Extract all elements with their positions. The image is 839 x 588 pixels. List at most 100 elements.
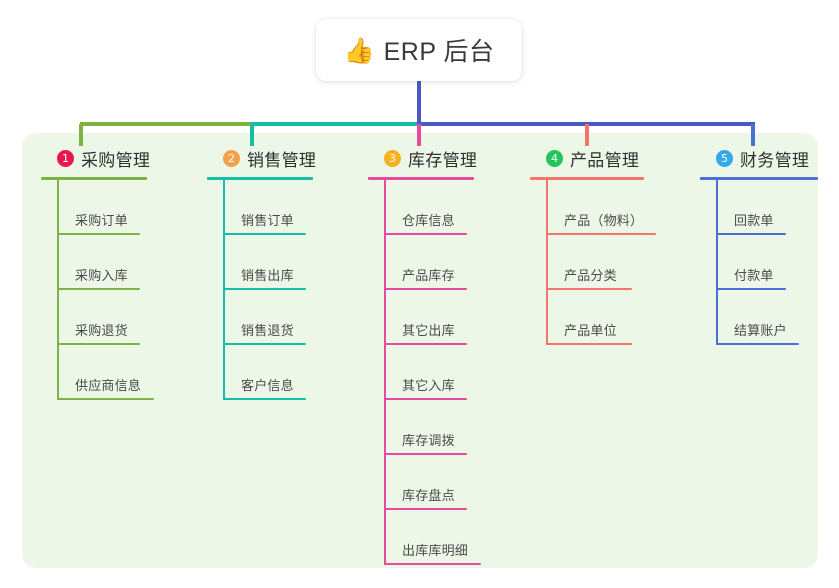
leaf-rule (223, 343, 306, 345)
leaf-label: 产品分类 (564, 268, 617, 283)
leaf-label: 客户信息 (241, 378, 294, 393)
leaf-label: 产品（物料） (564, 213, 644, 228)
column-title: 采购管理 (81, 150, 151, 170)
leaf-rule (384, 233, 467, 235)
leaf-label: 采购订单 (75, 213, 128, 228)
leaf-node[interactable]: 销售退货 (207, 290, 316, 345)
column-header-rule (207, 177, 313, 180)
leaf-rule (546, 233, 656, 235)
leaf-rule (546, 288, 632, 290)
leaf-node[interactable]: 付款单 (700, 235, 818, 290)
leaf-rule (384, 288, 467, 290)
leaf-label: 销售出库 (241, 268, 294, 283)
column-number-badge: 4 (546, 149, 563, 167)
leaf-rule (384, 508, 467, 510)
leaf-node[interactable]: 采购入库 (41, 235, 154, 290)
leaf-node[interactable]: 产品库存 (368, 235, 481, 290)
leaf-node[interactable]: 采购退货 (41, 290, 154, 345)
leaf-spine (57, 180, 59, 400)
leaf-rule (384, 453, 467, 455)
leaf-spine (716, 180, 718, 345)
leaf-label: 其它入库 (402, 378, 455, 393)
leaf-list: 仓库信息产品库存其它出库其它入库库存调拨库存盘点出库库明细 (368, 180, 481, 565)
leaf-rule (384, 563, 481, 565)
leaf-label: 产品单位 (564, 323, 617, 338)
column-title: 销售管理 (247, 150, 317, 170)
column-header[interactable]: 3 库存管理 (368, 146, 481, 170)
leaf-label: 销售退货 (241, 323, 294, 338)
column-number-badge: 3 (384, 149, 401, 167)
column-产品管理: 4 产品管理产品（物料） 产品分类产品单位 (530, 146, 656, 345)
leaf-label: 供应商信息 (75, 378, 142, 393)
leaf-label: 库存调拨 (402, 433, 455, 448)
leaf-label: 采购退货 (75, 323, 128, 338)
column-header-rule (530, 177, 644, 180)
leaf-node[interactable]: 客户信息 (207, 345, 316, 400)
leaf-label: 产品库存 (402, 268, 455, 283)
leaf-rule (716, 233, 786, 235)
leaf-node[interactable]: 销售订单 (207, 180, 316, 235)
leaf-label: 其它出库 (402, 323, 455, 338)
leaf-rule (57, 398, 154, 400)
leaf-rule (223, 288, 306, 290)
leaf-node[interactable]: 产品分类 (530, 235, 656, 290)
leaf-rule (223, 398, 306, 400)
leaf-label: 付款单 (734, 268, 774, 283)
leaf-node[interactable]: 其它入库 (368, 345, 481, 400)
leaf-rule (384, 343, 467, 345)
leaf-node[interactable]: 结算账户 (700, 290, 818, 345)
root-title: ERP 后台 (383, 38, 495, 66)
column-header-rule (41, 177, 147, 180)
leaf-node[interactable]: 其它出库 (368, 290, 481, 345)
leaf-rule (223, 233, 306, 235)
leaf-node[interactable]: 销售出库 (207, 235, 316, 290)
column-销售管理: 2 销售管理销售订单销售出库销售退货客户信息 (207, 146, 316, 400)
column-number-badge: 5 (716, 149, 733, 167)
leaf-label: 结算账户 (734, 323, 787, 338)
leaf-label: 销售订单 (241, 213, 294, 228)
column-header-rule (368, 177, 474, 180)
leaf-spine (384, 180, 386, 565)
leaf-node[interactable]: 回款单 (700, 180, 818, 235)
leaf-list: 采购订单采购入库采购退货供应商信息 (41, 180, 154, 400)
leaf-node[interactable]: 供应商信息 (41, 345, 154, 400)
diagram-panel (22, 133, 818, 568)
leaf-label: 出库库明细 (402, 543, 469, 558)
column-header[interactable]: 1 采购管理 (41, 146, 154, 170)
column-header[interactable]: 5 财务管理 (700, 146, 818, 170)
leaf-label: 回款单 (734, 213, 774, 228)
column-number-badge: 1 (57, 149, 74, 167)
column-title: 产品管理 (570, 150, 640, 170)
column-采购管理: 1 采购管理采购订单采购入库采购退货供应商信息 (41, 146, 154, 400)
column-header[interactable]: 2 销售管理 (207, 146, 316, 170)
leaf-spine (223, 180, 225, 400)
leaf-list: 销售订单销售出库销售退货客户信息 (207, 180, 316, 400)
leaf-label: 仓库信息 (402, 213, 455, 228)
leaf-rule (57, 343, 140, 345)
column-header[interactable]: 4 产品管理 (530, 146, 656, 170)
root-node[interactable]: 👍 ERP 后台 (316, 19, 522, 81)
column-header-rule (700, 177, 818, 180)
leaf-node[interactable]: 仓库信息 (368, 180, 481, 235)
leaf-rule (546, 343, 632, 345)
column-库存管理: 3 库存管理仓库信息产品库存其它出库其它入库库存调拨库存盘点出库库明细 (368, 146, 481, 565)
column-number-badge: 2 (223, 149, 240, 167)
column-财务管理: 5 财务管理回款单付款单结算账户 (700, 146, 818, 345)
leaf-node[interactable]: 出库库明细 (368, 510, 481, 565)
leaf-list: 回款单付款单结算账户 (700, 180, 818, 345)
leaf-label: 库存盘点 (402, 488, 455, 503)
leaf-label: 采购入库 (75, 268, 128, 283)
thumbs-up-icon: 👍 (343, 36, 375, 65)
column-title: 财务管理 (740, 150, 810, 170)
leaf-node[interactable]: 产品单位 (530, 290, 656, 345)
leaf-node[interactable]: 产品（物料） (530, 180, 656, 235)
leaf-rule (716, 343, 799, 345)
column-title: 库存管理 (408, 150, 478, 170)
leaf-node[interactable]: 库存调拨 (368, 400, 481, 455)
leaf-node[interactable]: 库存盘点 (368, 455, 481, 510)
leaf-list: 产品（物料） 产品分类产品单位 (530, 180, 656, 345)
leaf-rule (57, 288, 140, 290)
leaf-rule (384, 398, 467, 400)
leaf-node[interactable]: 采购订单 (41, 180, 154, 235)
leaf-rule (57, 233, 140, 235)
